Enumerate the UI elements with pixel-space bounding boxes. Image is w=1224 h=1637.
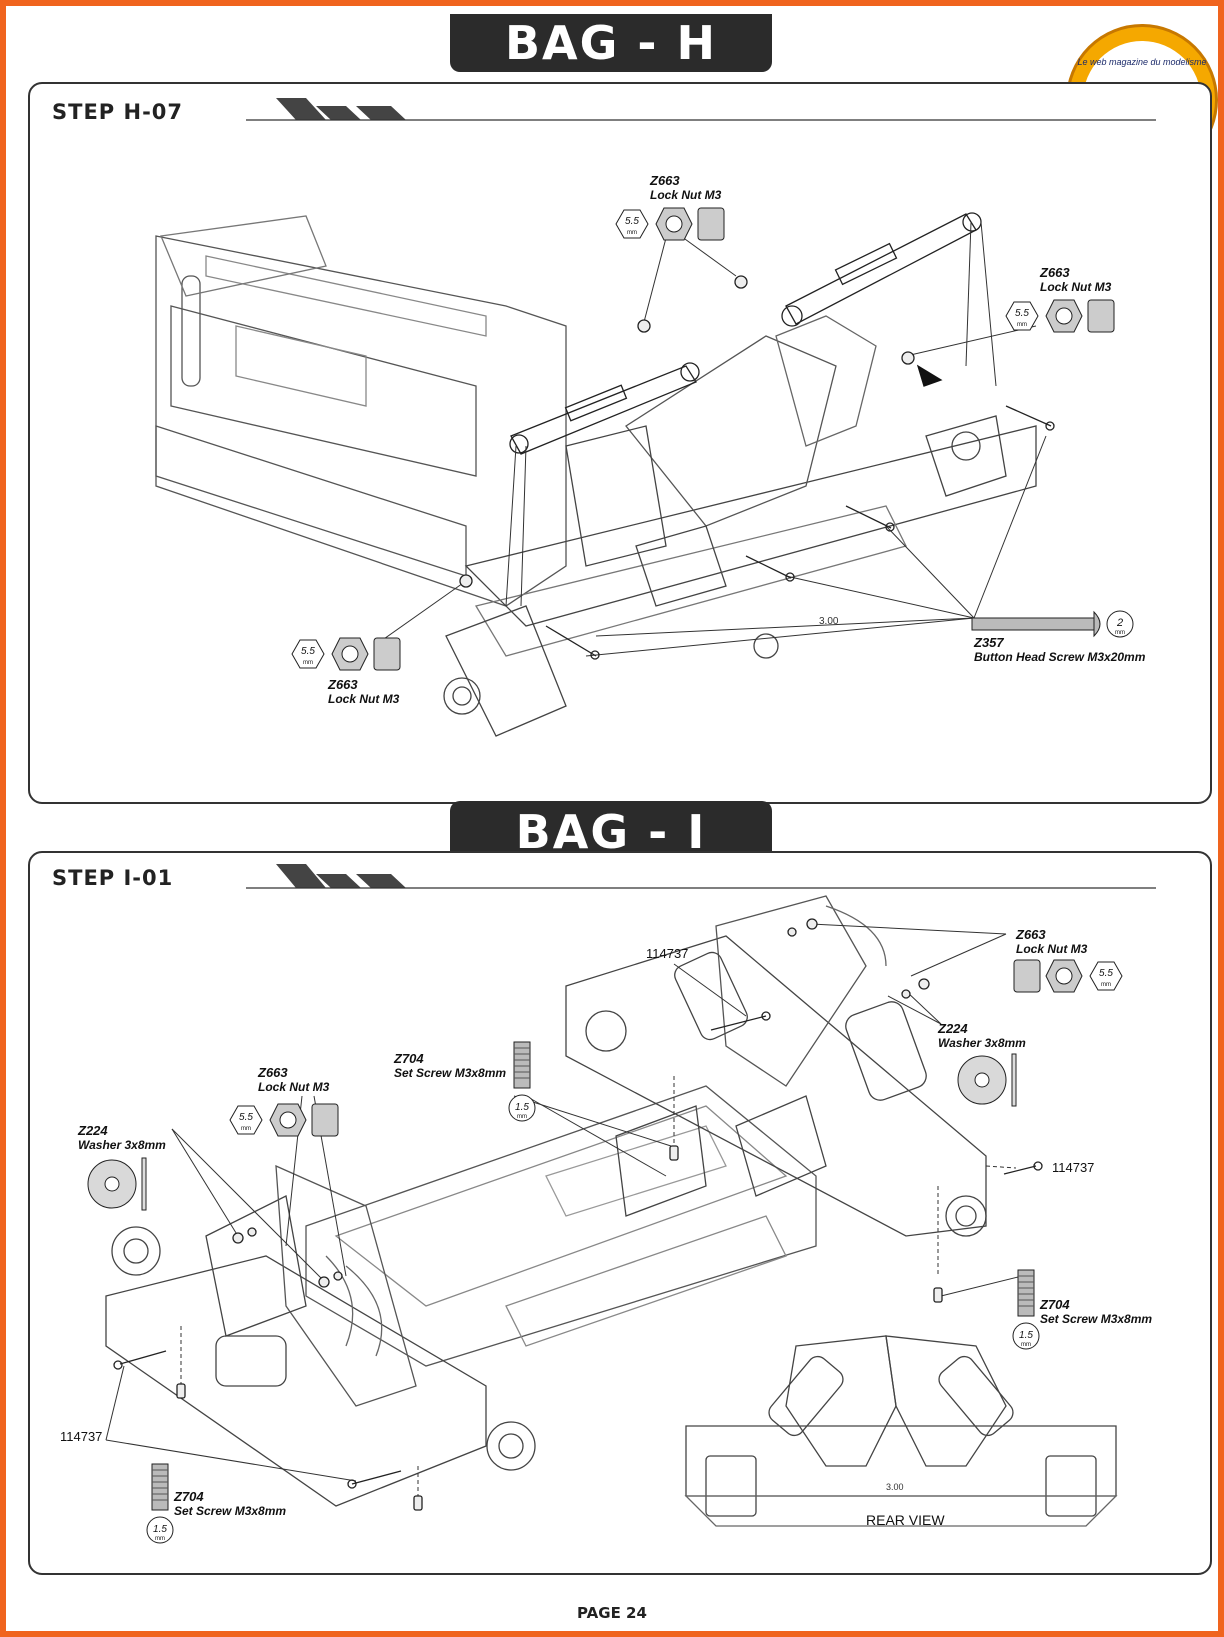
screw-z357-icons (971, 610, 1101, 638)
locknut-left-unit: mm (303, 660, 313, 666)
pins-i (113, 1011, 1043, 1489)
locknut-top-icons: 5.5 mm (615, 207, 725, 241)
setscrew-bottom-unit: mm (155, 1536, 165, 1542)
part-z704-mid: Z704 Set Screw M3x8mm (394, 1051, 507, 1081)
camber-link-right (781, 212, 982, 327)
setscrew-right-icon: 1.5 mm (1012, 1269, 1040, 1350)
part-z663-rear: Z663 Lock Nut M3 (1016, 927, 1088, 957)
arrow-icon (916, 364, 943, 387)
locknut-rear-size: 5.5 (1099, 968, 1113, 979)
part-z224-rear: Z224 Washer 3x8mm (938, 1021, 1026, 1051)
locknut-right-size: 5.5 (1015, 308, 1029, 319)
pins-h (545, 405, 1055, 660)
part-z704-right: Z704 Set Screw M3x8mm (1040, 1297, 1153, 1327)
rear-view-drawing: 3.00 (684, 1335, 1118, 1527)
setscrew-bottom-icon: 1.5 mm (146, 1463, 174, 1544)
front-suspension-i (105, 1164, 536, 1507)
camber-link-left (509, 362, 700, 455)
page-number: PAGE 24 (577, 1604, 647, 1622)
rear-view-label: REAR VIEW (866, 1512, 945, 1528)
logo-tagline: Le web magazine du modelisme (1077, 57, 1207, 67)
loose-nuts-i (232, 918, 930, 1288)
setscrew-bottom-size: 1.5 (153, 1524, 167, 1535)
screw-z357-size: 2 (1116, 617, 1123, 629)
part-z357: Z357 Button Head Screw M3x20mm (974, 635, 1146, 665)
locknut-right-unit: mm (1017, 322, 1027, 328)
locknut-rear-unit: mm (1101, 982, 1111, 988)
pin-114737-right: 114737 (1052, 1160, 1095, 1175)
leader-lines-i (105, 923, 1023, 1496)
chassis-i (305, 1085, 817, 1367)
locknut-right-icons: 5.5 mm (1005, 299, 1115, 333)
part-z663-front: Z663 Lock Nut M3 (258, 1065, 330, 1095)
title-stripes-i (276, 864, 406, 888)
pin-114737-top: 114737 (646, 946, 689, 961)
setscrew-mid-size: 1.5 (515, 1102, 529, 1113)
pin-114737-left: 114737 (60, 1429, 103, 1444)
part-z663-top: Z663 Lock Nut M3 (650, 173, 722, 203)
part-z663-right: Z663 Lock Nut M3 (1040, 265, 1112, 295)
step-i01-title: STEP I-01 (52, 866, 174, 890)
setscrew-right-unit: mm (1021, 1342, 1031, 1348)
screw-z357-size-icon: 2 mm (1106, 610, 1134, 638)
washer-front-icon (87, 1157, 147, 1211)
rear-suspension-i (565, 895, 987, 1237)
locknut-top-unit: mm (627, 230, 637, 236)
locknut-front-icons: 5.5 mm (229, 1103, 339, 1137)
washer-rear-icon (957, 1053, 1017, 1107)
locknut-left-icons: 5.5 mm (291, 637, 401, 671)
step-i01-drawing: 3.00 (105, 864, 1156, 1527)
step-h07-title: STEP H-07 (52, 100, 184, 124)
set-screws-i (176, 1145, 943, 1511)
locknut-left-size: 5.5 (301, 646, 315, 657)
marking-h: 3.00 (819, 616, 839, 627)
part-z663-left: Z663 Lock Nut M3 (328, 677, 400, 707)
step-h07-panel (28, 82, 1212, 804)
locknut-top-size: 5.5 (625, 216, 639, 227)
setscrew-mid-icon: 1.5 mm (508, 1041, 536, 1122)
locknut-front-size: 5.5 (239, 1112, 253, 1123)
part-z224-front: Z224 Washer 3x8mm (78, 1123, 166, 1153)
locknut-front-unit: mm (241, 1126, 251, 1132)
part-z704-bottom: Z704 Set Screw M3x8mm (174, 1489, 287, 1519)
bag-h-banner: BAG - H (450, 14, 772, 72)
leader-lines-h (380, 221, 1047, 657)
setscrew-mid-unit: mm (517, 1114, 527, 1120)
title-stripes-h (276, 98, 406, 120)
locknut-rear-icons: 5.5 mm (1013, 959, 1123, 993)
screw-z357-unit: mm (1115, 630, 1125, 636)
setscrew-right-size: 1.5 (1019, 1330, 1033, 1341)
marking-i: 3.00 (886, 1482, 904, 1492)
step-h07-drawing: 3.00 (155, 98, 1156, 737)
loose-nuts-h (459, 275, 915, 588)
